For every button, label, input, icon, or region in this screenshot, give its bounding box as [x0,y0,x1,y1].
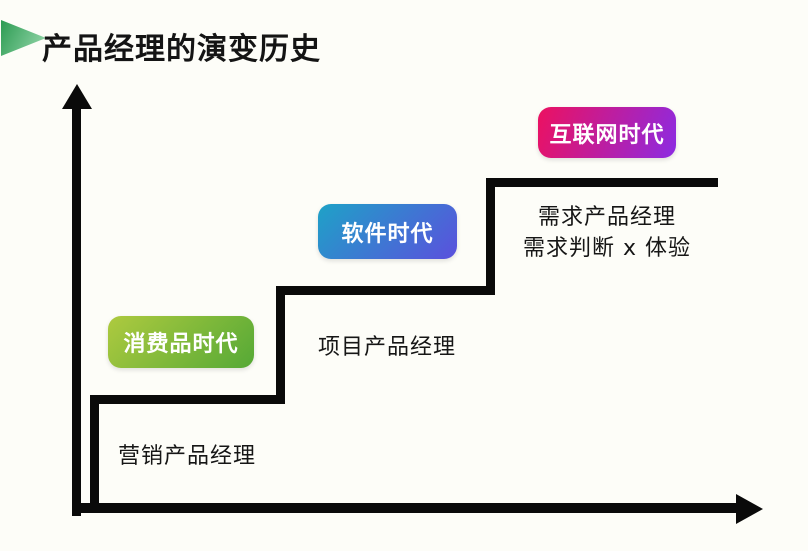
role-label-project-pm: 项目产品经理 [318,335,457,360]
era-badge-software: 软件时代 [318,204,457,259]
title-arrow-icon [1,20,46,56]
role-label-demand-pm-line1: 需求产品经理 [537,205,676,230]
role-label-marketing-pm: 营销产品经理 [118,444,257,469]
x-axis-line [72,503,738,513]
role-label-demand-pm: 需求产品经理 需求判断 x 体验 [501,202,713,264]
role-label-demand-pm-line2: 需求判断 x 体验 [522,236,691,261]
step-tread-3 [486,178,718,187]
y-axis-line [72,104,81,516]
era-badge-consumer-goods-label: 消费品时代 [123,332,239,357]
step-riser-2 [276,286,285,404]
era-badge-consumer-goods: 消费品时代 [108,316,254,368]
era-badge-internet: 互联网时代 [538,107,676,158]
step-riser-3 [486,178,495,295]
page-title: 产品经理的演变历史 [42,32,321,67]
step-tread-1 [90,395,285,404]
era-badge-software-label: 软件时代 [341,221,434,247]
step-tread-2 [276,286,495,295]
step-riser-1 [90,395,99,513]
y-axis-arrowhead-icon [62,84,92,109]
x-axis-arrowhead-icon [736,494,763,524]
era-badge-internet-label: 互联网时代 [549,122,665,148]
